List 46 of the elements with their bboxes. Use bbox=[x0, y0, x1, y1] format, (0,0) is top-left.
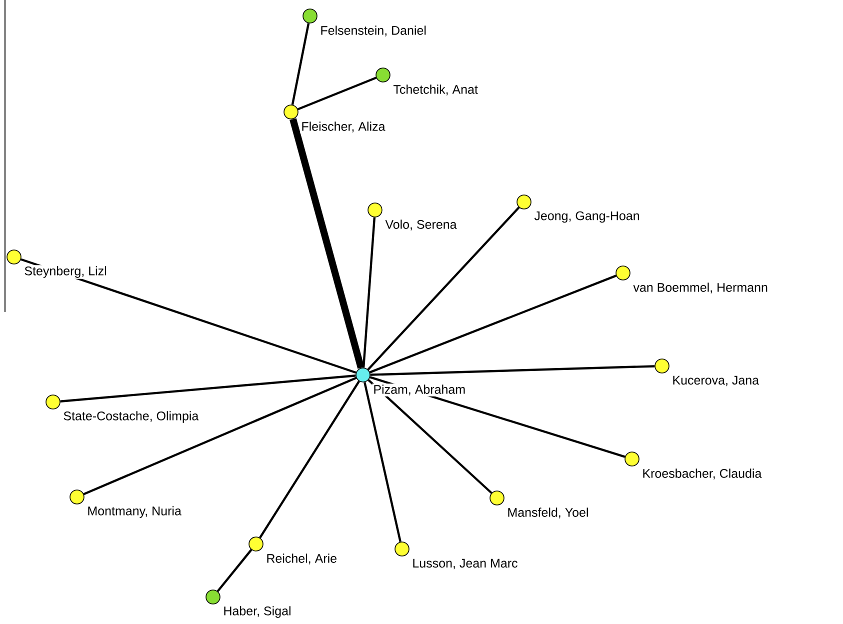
name-label: Lusson, Jean Marc bbox=[411, 558, 519, 570]
connector-line bbox=[83, 376, 357, 496]
graph-node bbox=[206, 590, 220, 604]
graph-node bbox=[356, 368, 370, 382]
connector-line bbox=[367, 206, 520, 370]
name-label: van Boemmel, Hermann bbox=[632, 282, 769, 294]
connector-line bbox=[364, 382, 402, 542]
graph-node bbox=[46, 394, 60, 410]
connector-line bbox=[259, 380, 360, 538]
connector-line bbox=[362, 217, 376, 368]
name-label: Jeong, Gang-Hoan bbox=[533, 210, 641, 224]
graph-node bbox=[624, 452, 640, 466]
graph-node bbox=[376, 68, 390, 82]
name-label: Kroesbacher, Claudia bbox=[641, 468, 763, 480]
name-label: State-Costache, Olimpia bbox=[62, 410, 200, 424]
graph-node bbox=[394, 542, 410, 556]
graph-node bbox=[368, 202, 382, 218]
name-label: Pizam, Abraham bbox=[372, 384, 467, 396]
connector-line bbox=[20, 258, 356, 374]
connector-line bbox=[291, 23, 310, 105]
graph-node bbox=[248, 536, 264, 552]
graph-node bbox=[516, 194, 532, 210]
name-label: Haber, Sigal bbox=[222, 605, 292, 619]
connector-line bbox=[297, 76, 377, 110]
graph-node bbox=[70, 490, 84, 504]
name-label: Kucerova, Jana bbox=[671, 374, 760, 388]
graph-node bbox=[6, 250, 22, 264]
graph-node bbox=[302, 8, 318, 24]
name-label: Reichel, Arie bbox=[265, 552, 338, 566]
connector-line bbox=[370, 274, 617, 374]
name-label: Mansfeld, Yoel bbox=[506, 506, 590, 520]
name-label: Montmany, Nuria bbox=[86, 505, 182, 519]
connector-line bbox=[216, 549, 252, 592]
connector-line bbox=[60, 374, 356, 402]
graph-node bbox=[654, 358, 670, 374]
connector-line bbox=[290, 118, 364, 369]
connector-line bbox=[368, 379, 492, 494]
name-label: Tchetchik, Anat bbox=[392, 84, 479, 96]
name-label: Steynberg, Lizl bbox=[23, 265, 108, 279]
name-label: Felsenstein, Daniel bbox=[319, 24, 428, 38]
graph-node bbox=[284, 104, 298, 120]
name-label: Volo, Serena bbox=[384, 218, 458, 232]
graph-node bbox=[616, 266, 630, 280]
name-label: Fleischer, Aliza bbox=[300, 120, 386, 134]
connector-line bbox=[370, 365, 655, 376]
graph-node bbox=[490, 490, 504, 506]
